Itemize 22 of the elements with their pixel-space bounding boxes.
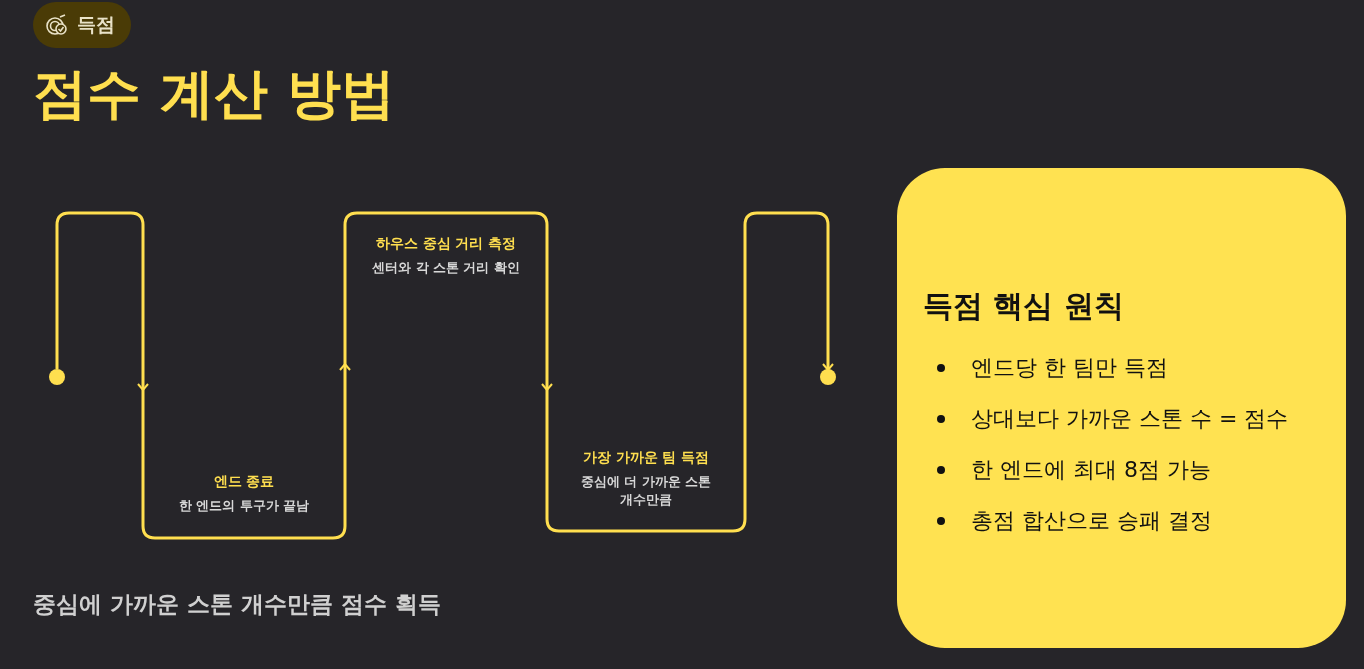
bullet-text: 엔드당 한 팀만 득점 bbox=[971, 354, 1168, 382]
arrow bbox=[55, 211, 149, 391]
end-dot bbox=[820, 369, 836, 385]
summary-card bbox=[897, 168, 1346, 648]
step-description: 중심에 더 가까운 스톤 개수만큼 bbox=[579, 473, 713, 509]
step-title: 엔드 종료 bbox=[212, 472, 276, 491]
arrow bbox=[743, 211, 834, 389]
bullet-text: 한 엔드에 최대 8점 가능 bbox=[971, 456, 1211, 484]
bullet-text: 총점 합산으로 승패 결정 bbox=[971, 507, 1212, 535]
badge-label: 득점 bbox=[77, 12, 115, 37]
arrow bbox=[339, 363, 351, 389]
step-title: 가장 가까운 팀 득점 bbox=[581, 448, 711, 467]
arrow bbox=[541, 365, 553, 391]
bullet-text: 상대보다 가까운 스톤 수 = 점수 bbox=[971, 405, 1289, 433]
summary-note: 중심에 가까운 스톤 개수만큼 점수 획득 bbox=[33, 590, 442, 619]
step-description: 한 엔드의 투구가 끝남 bbox=[177, 497, 311, 515]
step-description: 센터와 각 스톤 거리 확인 bbox=[371, 259, 521, 277]
end-dot bbox=[49, 369, 65, 385]
card-heading: 득점 핵심 원칙 bbox=[923, 287, 1125, 325]
category-badge bbox=[33, 2, 131, 48]
step-title: 하우스 중심 거리 측정 bbox=[374, 234, 518, 253]
slide-title: 점수 계산 방법 bbox=[33, 61, 395, 127]
